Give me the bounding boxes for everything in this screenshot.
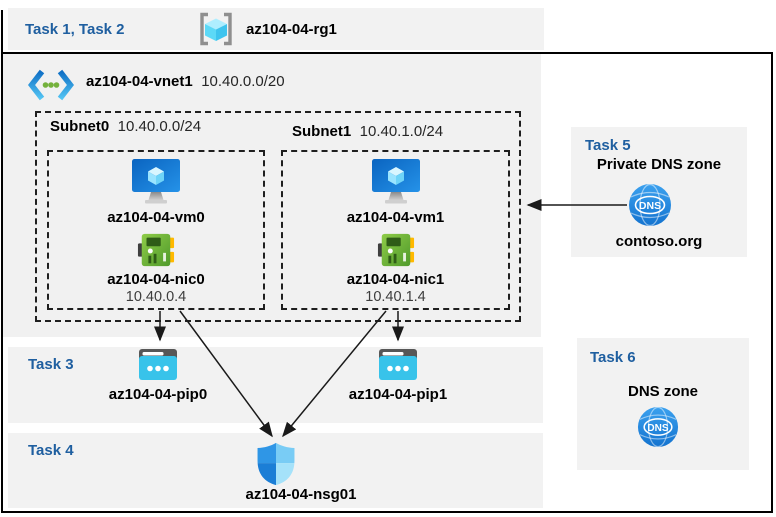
task-1-2-label: Task 1, Task 2	[25, 21, 125, 38]
pip0-icon	[139, 349, 177, 380]
task3-band: Task 3 az104-04-pip0	[8, 347, 543, 423]
dns-icon-text: DNS	[647, 423, 668, 434]
task3-label: Task 3	[28, 356, 74, 373]
task4-band: Task 4 az104-04-nsg01	[8, 433, 543, 508]
nic1-name: az104-04-nic1	[346, 270, 445, 288]
nic0-icon	[137, 231, 175, 269]
pip1-name: az104-04-pip1	[348, 386, 448, 403]
nic0-ip: 10.40.0.4	[125, 289, 187, 305]
nic0-name: az104-04-nic0	[107, 270, 205, 288]
nsg-name: az104-04-nsg01	[245, 486, 357, 503]
private-dns-zone-icon: DNS	[628, 183, 672, 227]
subnet1-box: az104-04-vm1	[281, 150, 510, 310]
pip0-group: az104-04-pip0	[88, 349, 228, 404]
subnet0-box: az104-04-vm0	[47, 150, 265, 310]
vm1-name: az104-04-vm1	[346, 209, 445, 226]
nsg-shield-icon	[256, 442, 296, 486]
pip0-name: az104-04-pip0	[108, 386, 208, 403]
vnet-name: az104-04-vnet1	[86, 73, 193, 90]
diagram-frame-left-edge	[1, 10, 3, 54]
subnet0-label: Subnet0 10.40.0.0/24	[50, 118, 202, 135]
vm0-icon	[130, 159, 182, 205]
dns-zone-icon: DNS	[637, 406, 679, 448]
vnet-cidr: 10.40.0.0/20	[201, 73, 285, 90]
task5-box: Task 5 Private DNS zone DNS contoso.org	[571, 127, 747, 257]
task6-box: Task 6 DNS zone DNS	[577, 338, 749, 470]
diagram-frame	[1, 52, 773, 513]
pip1-group: az104-04-pip1	[328, 349, 468, 404]
resource-group-icon	[197, 12, 235, 46]
task5-label: Task 5	[585, 137, 631, 154]
dns-icon-text: DNS	[639, 200, 661, 212]
nic1-icon	[377, 231, 415, 269]
subnet1-label: Subnet1 10.40.1.0/24	[292, 123, 444, 140]
task6-title: DNS zone	[627, 383, 698, 400]
nic1-ip: 10.40.1.4	[365, 289, 426, 305]
resource-group-name: az104-04-rg1	[246, 21, 337, 38]
task5-title: Private DNS zone	[596, 156, 722, 173]
pip1-icon	[379, 349, 417, 380]
resource-group-band: Task 1, Task 2 az104-04-rg1	[8, 8, 544, 50]
vnet-icon	[28, 67, 74, 103]
private-dns-zone-name: contoso.org	[615, 233, 703, 250]
subnets-dashed-container	[35, 111, 521, 322]
task6-label: Task 6	[590, 349, 636, 366]
vm1-icon	[370, 159, 422, 205]
vm0-name: az104-04-vm0	[107, 209, 205, 226]
vnet-title: az104-04-vnet1 10.40.0.0/20	[86, 73, 285, 91]
task4-label: Task 4	[28, 442, 74, 459]
vnet-box: az104-04-vnet1 10.40.0.0/20 Subnet0 10.4…	[3, 54, 541, 337]
